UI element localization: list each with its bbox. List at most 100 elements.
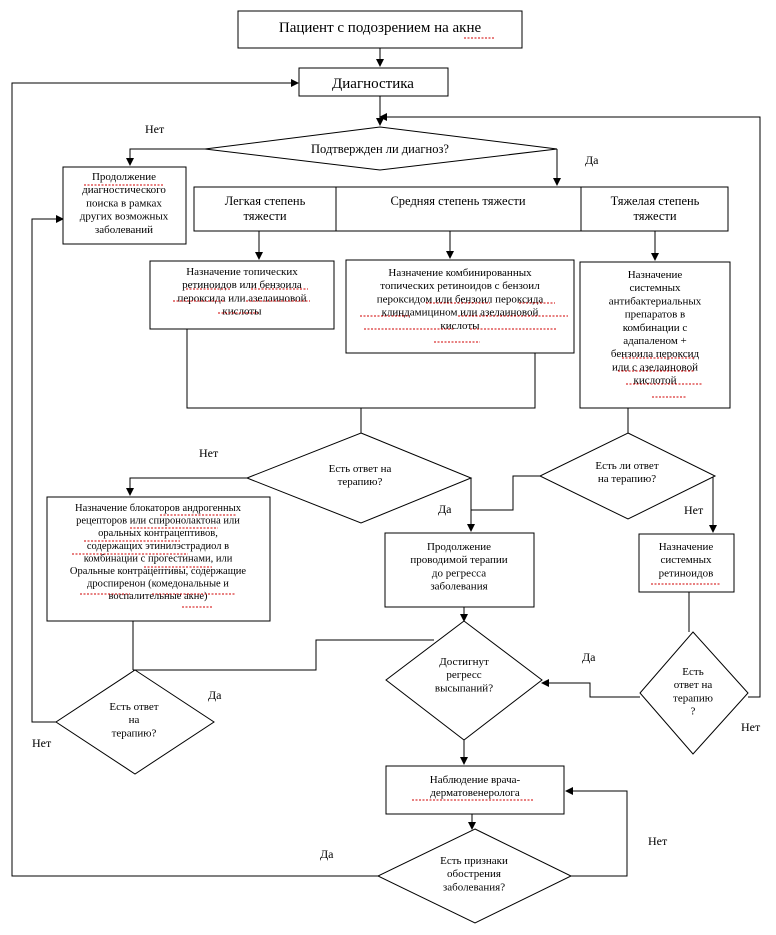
resp3-line: на: [129, 714, 140, 726]
spellcheck-underlines: [72, 37, 720, 801]
moderate-tx-line: пероксидом или бензоил пероксида: [377, 293, 544, 305]
label-no-exacerbation: Нет: [648, 834, 668, 848]
severe-tx-line: бензоила пероксид: [611, 348, 700, 360]
mild-tx-line: кислоты: [222, 306, 262, 318]
blockers-line: комбинации с прогестинами, или: [84, 553, 233, 564]
continue-search-line: Продолжение: [92, 171, 156, 183]
moderate-tx-line: кислоты: [440, 320, 480, 332]
blockers-box: Назначение блокаторов андрогенных рецепто…: [46, 496, 271, 622]
blockers-line: рецепторов или спиронолактона или: [76, 516, 240, 527]
label-no-response-2: Нет: [684, 503, 704, 517]
blockers-line: воспалительные акне): [108, 591, 208, 602]
mild-line: Легкая степень: [225, 194, 306, 208]
severe-tx-line: препаратов в: [625, 309, 685, 321]
resp3-line: Есть ответ: [109, 701, 158, 713]
diagnosis-confirmed-decision: Подтвержден ли диагноз?: [204, 126, 558, 171]
observation-line: Наблюдение врача-: [430, 774, 521, 786]
continue-search-line: заболеваний: [95, 224, 153, 236]
continue-tx-line: проводимой терапии: [410, 554, 507, 566]
exacerbation-line: Есть признаки: [440, 855, 508, 867]
edge-labels: Нет Да Нет Да Нет Да Да Нет Нет Нет Да: [32, 122, 761, 861]
continue-tx-line: заболевания: [430, 581, 487, 593]
label-no-diagnosis: Нет: [145, 122, 165, 136]
resp4-line: Есть: [682, 666, 703, 678]
diagnosis-confirmed-text: Подтвержден ли диагноз?: [311, 142, 449, 156]
exacerbation-line: заболевания?: [443, 881, 505, 893]
observation-text: Наблюдение врача-дерматовенеролога: [430, 774, 521, 799]
label-yes-response-1: Да: [438, 502, 452, 516]
sys-retinoids-line: системных: [660, 554, 712, 566]
confirmed-line: Подтвержден ли диагноз?: [311, 142, 449, 156]
severe-tx-line: комбинации с: [623, 322, 688, 334]
blockers-line: Оральные контрацептивы, содержащие: [70, 566, 246, 577]
severe-tx-line: Назначение: [628, 269, 683, 281]
resp2-line: Есть ли ответ: [595, 460, 658, 472]
diagnostics-line: Диагностика: [332, 76, 414, 92]
mild-tx-line: ретиноидов или бензоила: [182, 279, 302, 291]
moderate-tx-line: топических ретиноидов с бензоил: [380, 280, 540, 292]
regress-line: высыпаний?: [435, 682, 493, 694]
resp4-line: ответ на: [674, 679, 713, 691]
severe-tx-line: адапаленом +: [623, 335, 687, 347]
label-no-response-3: Нет: [32, 736, 52, 750]
continue-search-line: других возможных: [80, 211, 169, 223]
mild-tx-line: пероксида или азелаиновой: [177, 292, 306, 304]
severe-tx-line: или с азелаиновой: [612, 361, 698, 373]
blockers-line: содержащих этинилэстрадиол в: [87, 541, 229, 552]
start-text: Пациент с подозрением на акне: [279, 20, 482, 36]
observation-line: дерматовенеролога: [430, 787, 520, 799]
continue-search-line: поиска в рамках: [86, 197, 162, 209]
regress-line: Достигнут: [439, 656, 489, 668]
sys-retinoids-line: Назначение: [659, 541, 714, 553]
label-yes-exacerbation: Да: [320, 847, 334, 861]
blockers-line: Назначение блокаторов андрогенных: [75, 503, 242, 514]
label-no-response-4: Нет: [741, 720, 761, 734]
moderate-tx-line: клиндамицином или азелаиновой: [382, 307, 539, 319]
blockers-text: Назначение блокаторов андрогенных рецепто…: [70, 503, 246, 602]
continue-search-line: диагностического: [82, 184, 166, 196]
continue-tx-line: Продолжение: [427, 541, 491, 553]
resp2-line: на терапию?: [598, 473, 656, 485]
severe-line: тяжести: [633, 209, 676, 223]
resp4-line: терапию: [673, 692, 713, 704]
diagnostics-box: Диагностика: [298, 67, 449, 97]
continue-tx-line: до регресса: [432, 567, 486, 579]
resp1-line: терапию?: [338, 476, 383, 488]
observation-box: Наблюдение врача-дерматовенеролога: [385, 765, 565, 815]
regress-line: регресс: [446, 669, 481, 681]
resp1-line: Есть ответ на: [329, 463, 392, 475]
mild-line: тяжести: [243, 209, 286, 223]
diagnostics-text: Диагностика: [332, 76, 414, 92]
moderate-line: Средняя степень тяжести: [390, 194, 525, 208]
severe-tx-line: антибактериальных: [609, 295, 702, 307]
start-line: Пациент с подозрением на акне: [279, 20, 482, 36]
exacerbation-line: обострения: [447, 868, 501, 880]
resp3-line: терапию?: [112, 727, 157, 739]
blockers-line: оральных контрацептивов,: [98, 528, 218, 539]
